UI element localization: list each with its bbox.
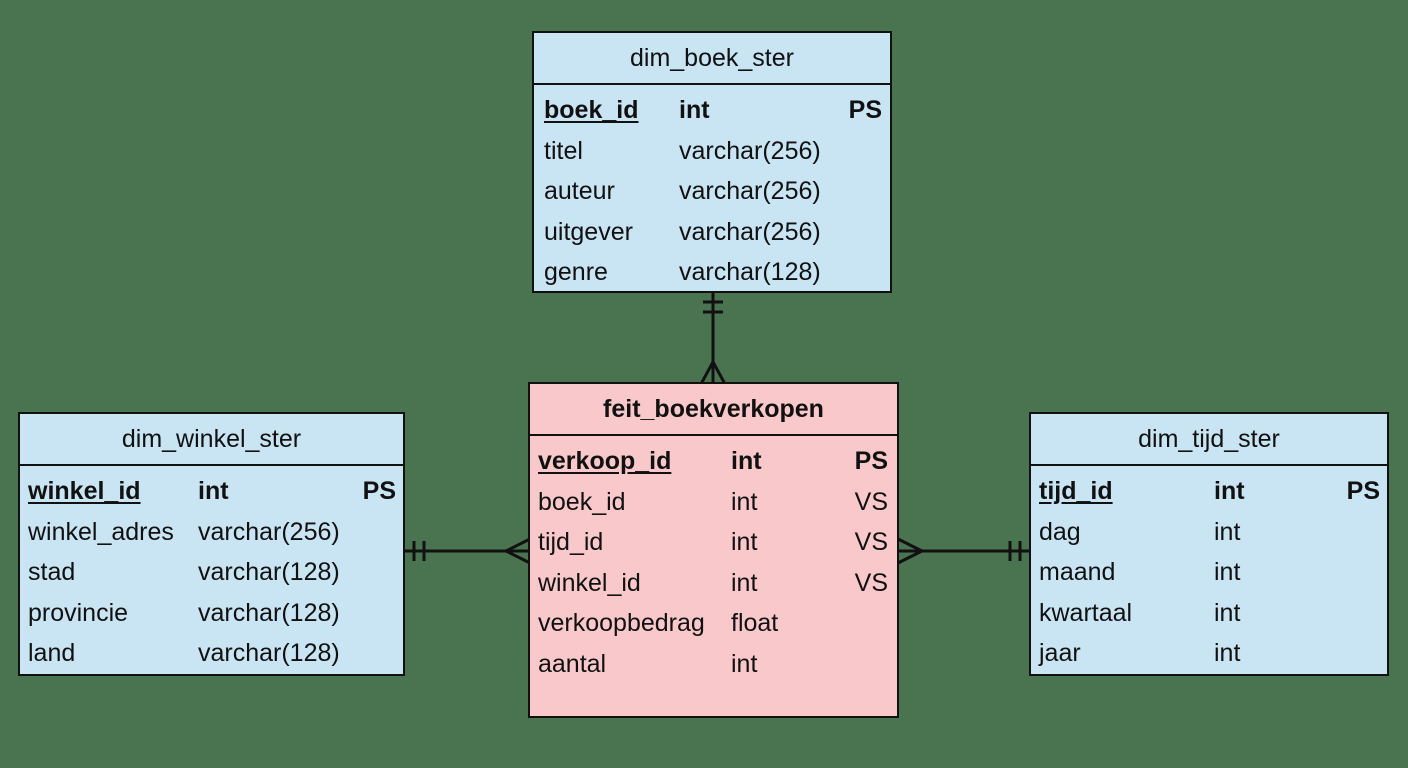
field-type: int — [731, 528, 758, 556]
field-type: int — [731, 649, 758, 678]
field-row: boek_id int VS — [530, 487, 897, 528]
field-key: VS — [854, 528, 888, 556]
many-marker — [699, 361, 715, 385]
field-row: auteur varchar(256) — [534, 176, 890, 217]
field-name: boek_id — [544, 96, 639, 124]
field-row: uitgever varchar(256) — [534, 217, 890, 258]
field-type: int — [731, 487, 758, 516]
field-name: genre — [544, 258, 608, 286]
field-type: varchar(256) — [679, 177, 821, 205]
field-name: kwartaal — [1039, 598, 1133, 627]
field-type: int — [731, 568, 758, 597]
field-name: titel — [544, 136, 583, 165]
field-type: varchar(128) — [198, 558, 340, 586]
field-name: auteur — [544, 177, 615, 205]
field-name: maand — [1039, 558, 1116, 586]
field-type: int — [1214, 477, 1245, 505]
field-row: stad varchar(128) — [20, 557, 403, 598]
field-row: provincie varchar(128) — [20, 598, 403, 639]
table-title: dim_winkel_ster — [20, 414, 403, 466]
field-row: genre varchar(128) — [534, 257, 890, 298]
field-name: verkoop_id — [538, 447, 672, 475]
table-title: feit_boekverkopen — [530, 384, 897, 436]
field-row: kwartaal int — [1031, 598, 1387, 639]
field-row: tijd_id int VS — [530, 527, 897, 568]
field-type: int — [1214, 558, 1241, 586]
field-type: int — [1214, 517, 1241, 546]
field-key: PS — [848, 96, 882, 124]
many-marker — [505, 549, 531, 565]
field-name: land — [28, 639, 76, 667]
field-key: VS — [854, 487, 888, 516]
field-name: winkel_id — [28, 477, 141, 505]
field-name: boek_id — [538, 487, 626, 516]
field-type: float — [731, 609, 779, 637]
field-name: dag — [1039, 517, 1081, 546]
field-type: varchar(256) — [679, 217, 821, 246]
field-name: tijd_id — [1039, 477, 1113, 505]
field-type: varchar(128) — [198, 598, 340, 627]
field-type: int — [1214, 639, 1241, 667]
field-type: int — [731, 447, 762, 475]
table-title: dim_tijd_ster — [1031, 414, 1387, 466]
field-row: jaar int — [1031, 638, 1387, 679]
field-type: varchar(256) — [679, 136, 821, 165]
many-marker — [505, 537, 531, 553]
relationship-tijd-feit[interactable] — [897, 537, 1030, 565]
table-title: dim_boek_ster — [534, 33, 890, 85]
field-row: tijd_id int PS — [1031, 476, 1387, 517]
field-name: jaar — [1039, 639, 1081, 667]
field-list: winkel_id int PS winkel_adres varchar(256) st… — [20, 466, 403, 679]
field-key: VS — [854, 568, 888, 597]
field-name: provincie — [28, 598, 129, 627]
field-row: land varchar(128) — [20, 638, 403, 679]
field-list: boek_id int PS titel varchar(256) auteur varch… — [534, 85, 890, 298]
field-key: PS — [854, 447, 888, 475]
field-row: aantal int — [530, 649, 897, 690]
field-row: winkel_adres varchar(256) — [20, 517, 403, 558]
field-name: winkel_adres — [28, 517, 174, 546]
field-type: int — [198, 477, 229, 505]
field-row: winkel_id int PS — [20, 476, 403, 517]
field-row: winkel_id int VS — [530, 568, 897, 609]
many-marker — [897, 537, 923, 553]
field-row: titel varchar(256) — [534, 136, 890, 177]
field-name: aantal — [538, 649, 607, 678]
field-key: PS — [1346, 477, 1380, 505]
field-type: varchar(256) — [198, 517, 340, 546]
many-marker — [711, 361, 727, 385]
field-name: tijd_id — [538, 528, 604, 556]
field-key: PS — [362, 477, 396, 505]
table-dim-winkel-ster[interactable]: dim_winkel_ster winkel_id int PS winkel_adr… — [18, 412, 405, 676]
relationship-winkel-feit[interactable] — [405, 537, 531, 565]
field-type: varchar(128) — [198, 639, 340, 667]
field-name: uitgever — [544, 217, 633, 246]
field-row: verkoopbedrag float — [530, 608, 897, 649]
field-row: maand int — [1031, 557, 1387, 598]
field-name: stad — [28, 558, 76, 586]
field-row: dag int — [1031, 517, 1387, 558]
field-name: winkel_id — [538, 568, 641, 597]
field-type: int — [1214, 598, 1241, 627]
table-dim-boek-ster[interactable]: dim_boek_ster boek_id int PS titel varchar(2… — [532, 31, 892, 293]
relationship-boek-feit[interactable] — [699, 292, 727, 385]
field-type: varchar(128) — [679, 258, 821, 286]
field-type: int — [679, 96, 710, 124]
many-marker — [897, 549, 923, 565]
field-name: verkoopbedrag — [538, 609, 705, 637]
field-row: verkoop_id int PS — [530, 446, 897, 487]
field-row: boek_id int PS — [534, 95, 890, 136]
